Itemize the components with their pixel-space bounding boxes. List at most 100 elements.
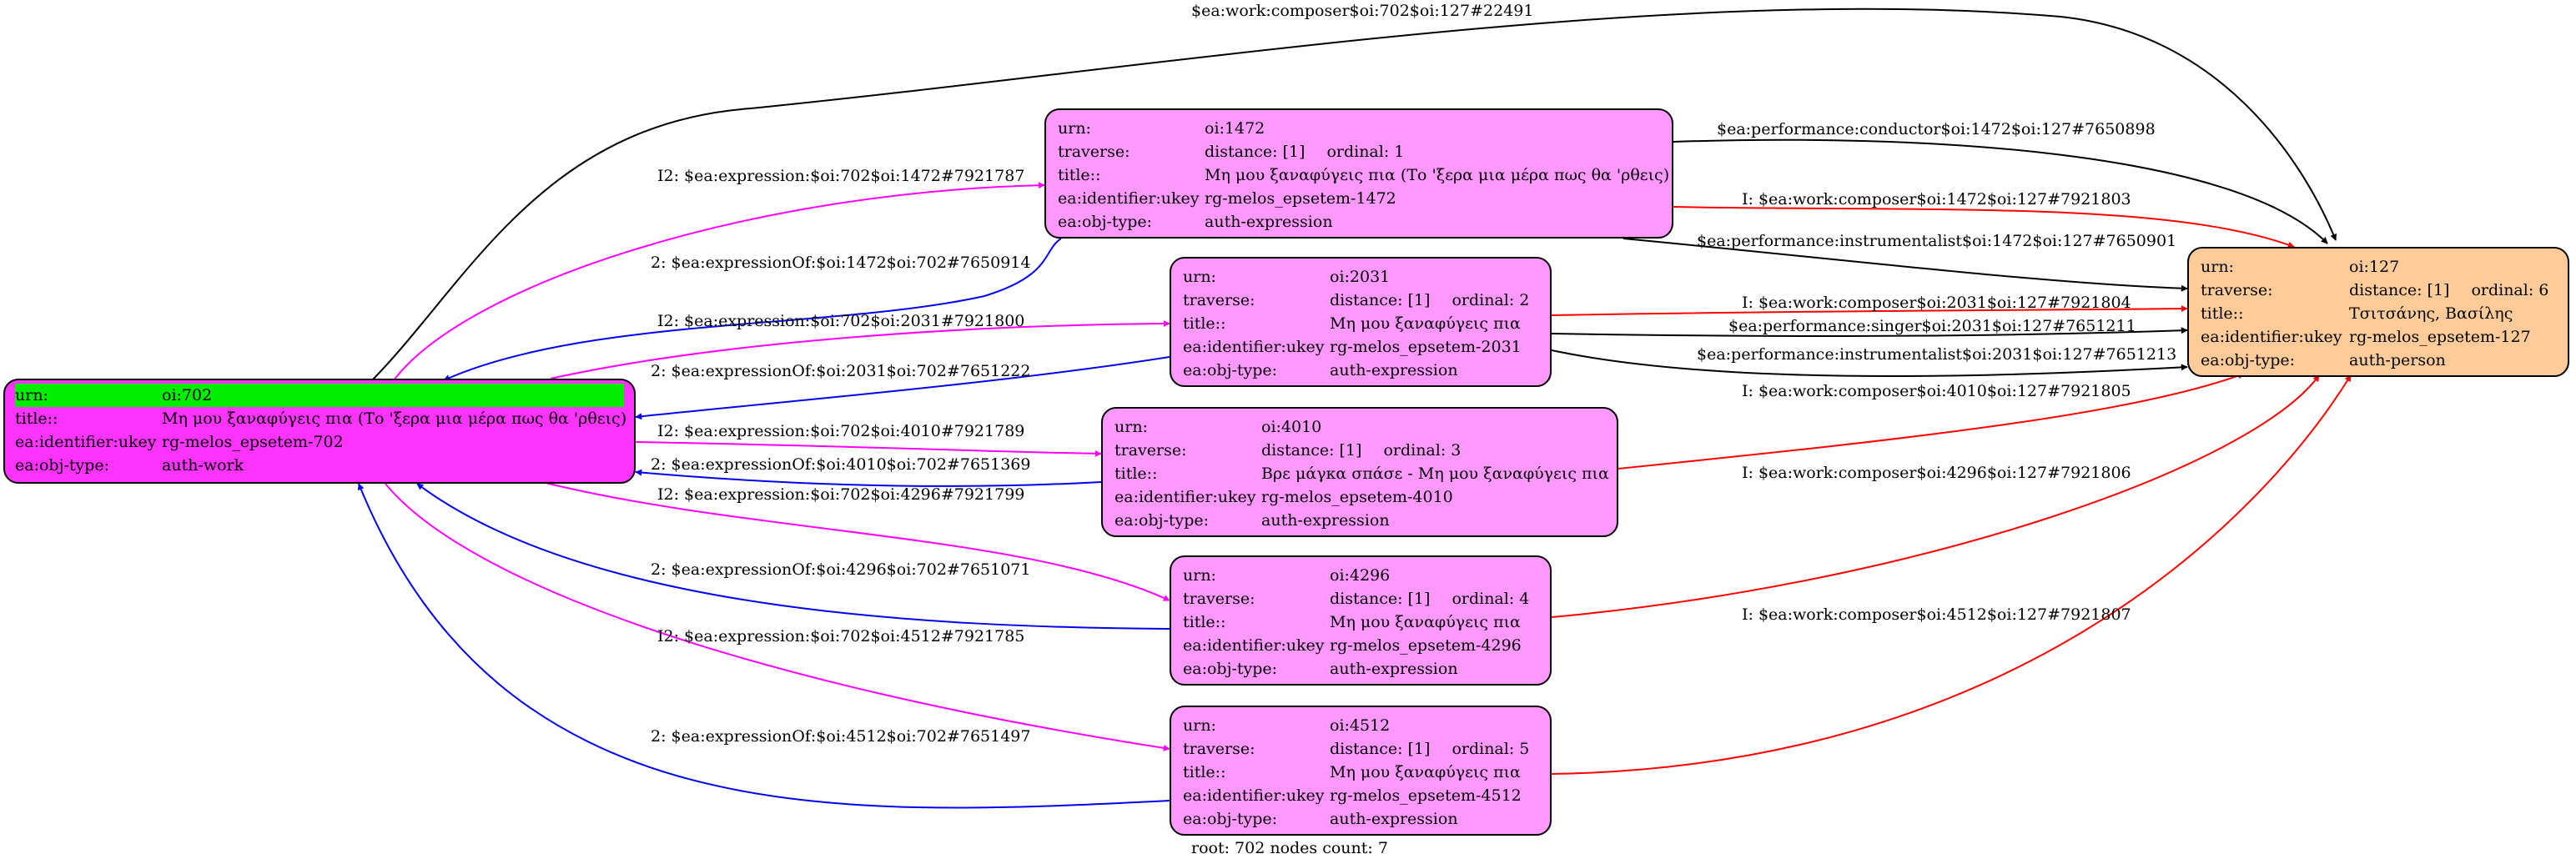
traverse-key: traverse: [1114,441,1187,460]
urn-key: urn: [1183,268,1216,286]
urn-key: urn: [1058,119,1091,138]
node-4512[interactable]: urn:oi:4512 traverse:distance: [1]ordina… [1170,706,1552,836]
traverse-key: traverse: [1183,291,1255,309]
node-127[interactable]: urn:oi:127 traverse:distance: [1]ordinal… [2187,247,2569,377]
edge-label-expressionOf-4512: 2: $ea:expressionOf:$oi:4512$oi:702#7651… [651,727,1031,746]
title-key: title:: [1183,763,1226,781]
graph-footer: root: 702 nodes count: 7 [1191,839,1388,857]
urn-value: oi:4010 [1261,418,1322,436]
edge-label-singer-2031: $ea:performance:singer$oi:2031$oi:127#76… [1728,317,2136,335]
edge-composer-4512 [1551,374,2352,775]
identifier-key: ea:identifier:ukey [2201,328,2342,346]
distance-value: distance: [1] [1330,740,1431,758]
traverse-key: traverse: [1183,590,1255,608]
node-2031[interactable]: urn: oi:2031 traverse: distance: [1] ordina… [1170,257,1552,387]
identifier-value: rg-melos_epsetem-4296 [1330,636,1522,655]
edge-instrumentalist-2031 [1551,349,2188,378]
identifier-key: ea:identifier:ukey [1183,786,1325,805]
edge-expressionOf-4296 [416,483,1170,630]
obj-type-value: auth-expression [1261,511,1390,530]
obj-type-value: auth-expression [1330,361,1458,379]
identifier-value: rg-melos_epsetem-702 [162,433,344,451]
edge-label-expression-4296: I2: $ea:expression:$oi:702$oi:4296#79217… [657,485,1025,504]
urn-value: oi:1472 [1205,119,1265,138]
edge-composer-2031 [1551,305,2188,316]
edge-instrumentalist-1472 [1623,238,2188,292]
identifier-key: ea:identifier:ukey [1058,189,1200,208]
urn-value: oi:4296 [1330,566,1391,585]
ordinal-value: ordinal: 6 [2471,281,2549,299]
title-key: title:: [1114,465,1158,483]
edge-composer-1472 [1673,206,2295,249]
title-value: Μη μου ξαναφύγεις πια (Το 'ξερα μια μέρα… [1205,166,1670,184]
edge-label-composer-1472: I: $ea:work:composer$oi:1472$oi:127#7921… [1742,190,2131,208]
identifier-value: rg-melos_epsetem-1472 [1205,189,1396,208]
edge-label-work-composer: $ea:work:composer$oi:702$oi:127#22491 [1191,2,1534,20]
edge-expression-1472 [393,182,1045,381]
title-value: Μη μου ξαναφύγεις πια [1330,314,1521,333]
identifier-value: rg-melos_epsetem-4010 [1261,488,1453,506]
edge-expression-4296 [541,481,1170,601]
urn-value: oi:127 [2349,258,2400,276]
title-value: Τσιτσάνης, Βασίλης [2349,304,2513,323]
identifier-key: ea:identifier:ukey [1183,338,1325,356]
title-key: title:: [15,409,58,428]
edge-label-expressionOf-4296: 2: $ea:expressionOf:$oi:4296$oi:702#7651… [651,560,1031,579]
edge-label-expressionOf-2031: 2: $ea:expressionOf:$oi:2031$oi:702#7651… [651,362,1031,380]
ordinal-value: ordinal: 3 [1383,441,1462,460]
node-4010[interactable]: urn: oi:4010 traverse: distance: [1] ordina… [1101,407,1618,537]
urn-key: urn: [1183,566,1216,585]
edge-expressionOf-4512 [358,483,1170,809]
node-702[interactable]: urn: oi:702 title::Μη μου ξαναφύγεις πια… [3,379,636,484]
obj-type-key: ea:obj-type: [15,456,110,475]
edge-composer-4010 [1618,372,2245,470]
obj-type-key: ea:obj-type: [1183,361,1278,379]
edge-label-instrumentalist-1472: $ea:performance:instrumentalist$oi:1472$… [1697,232,2177,250]
edge-label-expressionOf-4010: 2: $ea:expressionOf:$oi:4010$oi:702#7651… [651,455,1031,474]
edge-expression-2031 [550,320,1170,379]
urn-key: urn: [1114,418,1148,436]
ordinal-value: ordinal: 2 [1452,291,1530,309]
edge-expressionOf-2031 [635,356,1170,420]
title-key: title:: [2201,304,2244,323]
distance-value: distance: [1] [1330,291,1431,309]
edge-label-expression-4512: I2: $ea:expression:$oi:702$oi:4512#79217… [657,627,1025,645]
urn-key: urn: [15,386,48,404]
identifier-key: ea:identifier:ukey [1114,488,1256,506]
obj-type-value: auth-expression [1330,660,1458,678]
title-value: Μη μου ξαναφύγεις πια (Το 'ξερα μια μέρα… [162,409,627,428]
edge-label-composer-2031: I: $ea:work:composer$oi:2031$oi:127#7921… [1742,294,2131,312]
distance-value: distance: [1] [2349,281,2450,299]
edge-label-expression-4010: I2: $ea:expression:$oi:702$oi:4010#79217… [657,422,1025,440]
node-1472[interactable]: urn:oi:1472 traverse:distance: [1]ordina… [1044,108,1673,239]
node-4296[interactable]: urn:oi:4296 traverse:distance: [1]ordina… [1170,555,1552,686]
identifier-value: rg-melos_epsetem-127 [2349,328,2531,346]
edge-conductor-1472 [1673,138,2328,244]
edge-work-composer-702-127 [371,8,2337,381]
obj-type-key: ea:obj-type: [1058,213,1153,231]
obj-type-key: ea:obj-type: [1183,810,1278,828]
distance-value: distance: [1] [1205,143,1306,161]
ordinal-value: ordinal: 4 [1452,590,1530,608]
title-key: title:: [1058,166,1101,184]
edge-label-composer-4010: I: $ea:work:composer$oi:4010$oi:127#7921… [1742,382,2131,400]
edge-composer-4296 [1551,374,2320,618]
obj-type-key: ea:obj-type: [1114,511,1210,530]
edge-label-expression-2031: I2: $ea:expression:$oi:702$oi:2031#79218… [657,312,1025,330]
urn-value: oi:2031 [1330,268,1391,286]
title-key: title:: [1183,314,1226,333]
node-702-urn-row: urn: oi:702 [15,384,624,407]
title-value: Μη μου ξαναφύγεις πια [1330,613,1521,631]
traverse-key: traverse: [1058,143,1130,161]
title-key: title:: [1183,613,1226,631]
distance-value: distance: [1] [1261,441,1362,460]
edge-label-conductor-1472: $ea:performance:conductor$oi:1472$oi:127… [1717,120,2156,138]
obj-type-key: ea:obj-type: [2201,351,2296,369]
traverse-key: traverse: [2201,281,2273,299]
urn-value: oi:4512 [1330,716,1391,735]
title-value: Βρε μάγκα σπάσε - Μη μου ξαναφύγεις πια [1261,465,1609,483]
urn-value: oi:702 [162,386,213,404]
identifier-value: rg-melos_epsetem-2031 [1330,338,1522,356]
obj-type-value: auth-expression [1205,213,1333,231]
